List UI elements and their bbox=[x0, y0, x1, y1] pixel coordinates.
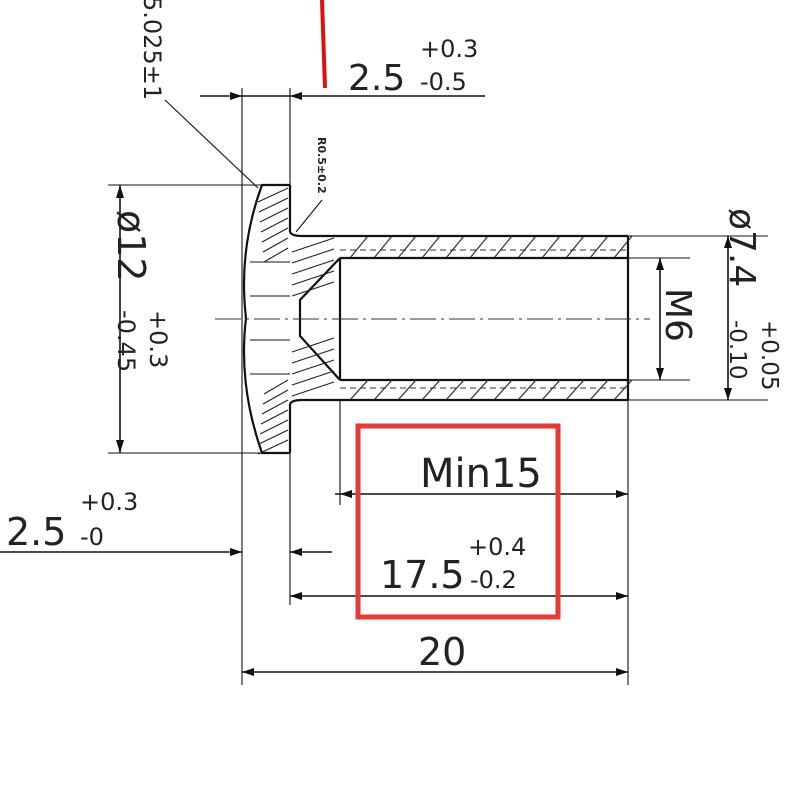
hatch-line bbox=[260, 409, 289, 425]
hatch-line bbox=[291, 359, 335, 375]
hatch-line bbox=[291, 370, 335, 386]
hatch-line bbox=[541, 379, 561, 401]
highlight-box bbox=[355, 423, 561, 620]
hatch-line bbox=[263, 379, 289, 395]
outer-diameter-label: ø7.4 +0.05 -0.10 bbox=[721, 208, 782, 390]
hatch-line bbox=[291, 270, 335, 286]
hatch-line bbox=[257, 187, 289, 203]
outer-diameter-lower: -0.10 bbox=[724, 320, 750, 380]
head-thickness-base: 2.5 bbox=[348, 58, 405, 99]
radius-label: R0.5±0.2 bbox=[315, 137, 328, 194]
hatch-line bbox=[589, 235, 609, 259]
hatch-line bbox=[613, 379, 633, 401]
hatch-line bbox=[421, 235, 441, 259]
hatch-line bbox=[291, 248, 335, 264]
hatch-line bbox=[261, 399, 289, 415]
hatch-line bbox=[589, 379, 609, 401]
hatch-line bbox=[259, 419, 289, 435]
counterbore-depth-lower: -0 bbox=[80, 523, 104, 551]
head-diameter-label: ø12 +0.3 -0.45 bbox=[109, 210, 172, 372]
thread-label: M6 bbox=[657, 288, 698, 342]
hatch-line bbox=[262, 389, 289, 405]
head-thickness-upper: +0.3 bbox=[420, 35, 478, 63]
hole-length-upper: +0.4 bbox=[468, 533, 526, 561]
hatch-line bbox=[260, 217, 289, 233]
hatch-line bbox=[349, 235, 369, 259]
hatch-line bbox=[445, 235, 465, 259]
hatch-line bbox=[261, 227, 289, 243]
hatch-line bbox=[493, 235, 513, 259]
hatch-line bbox=[262, 237, 289, 253]
hatch-line bbox=[541, 235, 561, 259]
min-length-label: Min15 bbox=[420, 451, 542, 497]
hatch-line bbox=[259, 207, 289, 223]
hatch-line bbox=[257, 439, 289, 455]
part-section bbox=[215, 183, 650, 455]
hatch-line bbox=[291, 381, 335, 397]
hatch-line bbox=[373, 379, 393, 401]
hatch-line bbox=[349, 379, 369, 401]
hatch-line bbox=[517, 235, 537, 259]
hatch-line bbox=[397, 379, 417, 401]
outer-diameter-base: ø7.4 bbox=[721, 208, 762, 287]
hatch-line bbox=[291, 348, 335, 364]
head-thickness-lower: -0.5 bbox=[420, 68, 467, 96]
hatch-line bbox=[291, 259, 335, 275]
section-hatching bbox=[257, 187, 633, 455]
hatch-line bbox=[397, 235, 417, 259]
total-length-label: 20 bbox=[418, 630, 466, 674]
head-diameter-upper: +0.3 bbox=[144, 310, 172, 368]
hatch-line bbox=[291, 337, 335, 353]
hatch-line bbox=[469, 379, 489, 401]
hatch-line bbox=[469, 235, 489, 259]
hatch-line bbox=[263, 247, 289, 263]
hatch-line bbox=[613, 235, 633, 259]
hatch-line bbox=[258, 197, 289, 213]
head-diameter-base: ø12 bbox=[109, 210, 153, 282]
hatch-line bbox=[373, 235, 393, 259]
top-left-label: 5.025±1 bbox=[138, 0, 166, 100]
counterbore-depth-upper: +0.3 bbox=[80, 488, 138, 516]
hole-length-base: 17.5 bbox=[380, 553, 465, 597]
hatch-line bbox=[517, 379, 537, 401]
hatch-line bbox=[258, 429, 289, 445]
head-diameter-lower: -0.45 bbox=[112, 310, 140, 372]
hatch-line bbox=[291, 237, 335, 253]
hole-length-lower: -0.2 bbox=[470, 566, 517, 594]
hatch-line bbox=[565, 235, 585, 259]
outer-diameter-upper: +0.05 bbox=[756, 320, 782, 390]
counterbore-depth-base: 2.5 bbox=[6, 510, 66, 554]
hatch-line bbox=[445, 379, 465, 401]
dimension-lines bbox=[0, 92, 732, 676]
hatch-line bbox=[565, 379, 585, 401]
hatch-line bbox=[421, 379, 441, 401]
hatch-line bbox=[493, 379, 513, 401]
red-marker-line bbox=[320, 0, 327, 89]
hatch-line bbox=[291, 281, 335, 297]
extension-lines bbox=[108, 88, 768, 685]
